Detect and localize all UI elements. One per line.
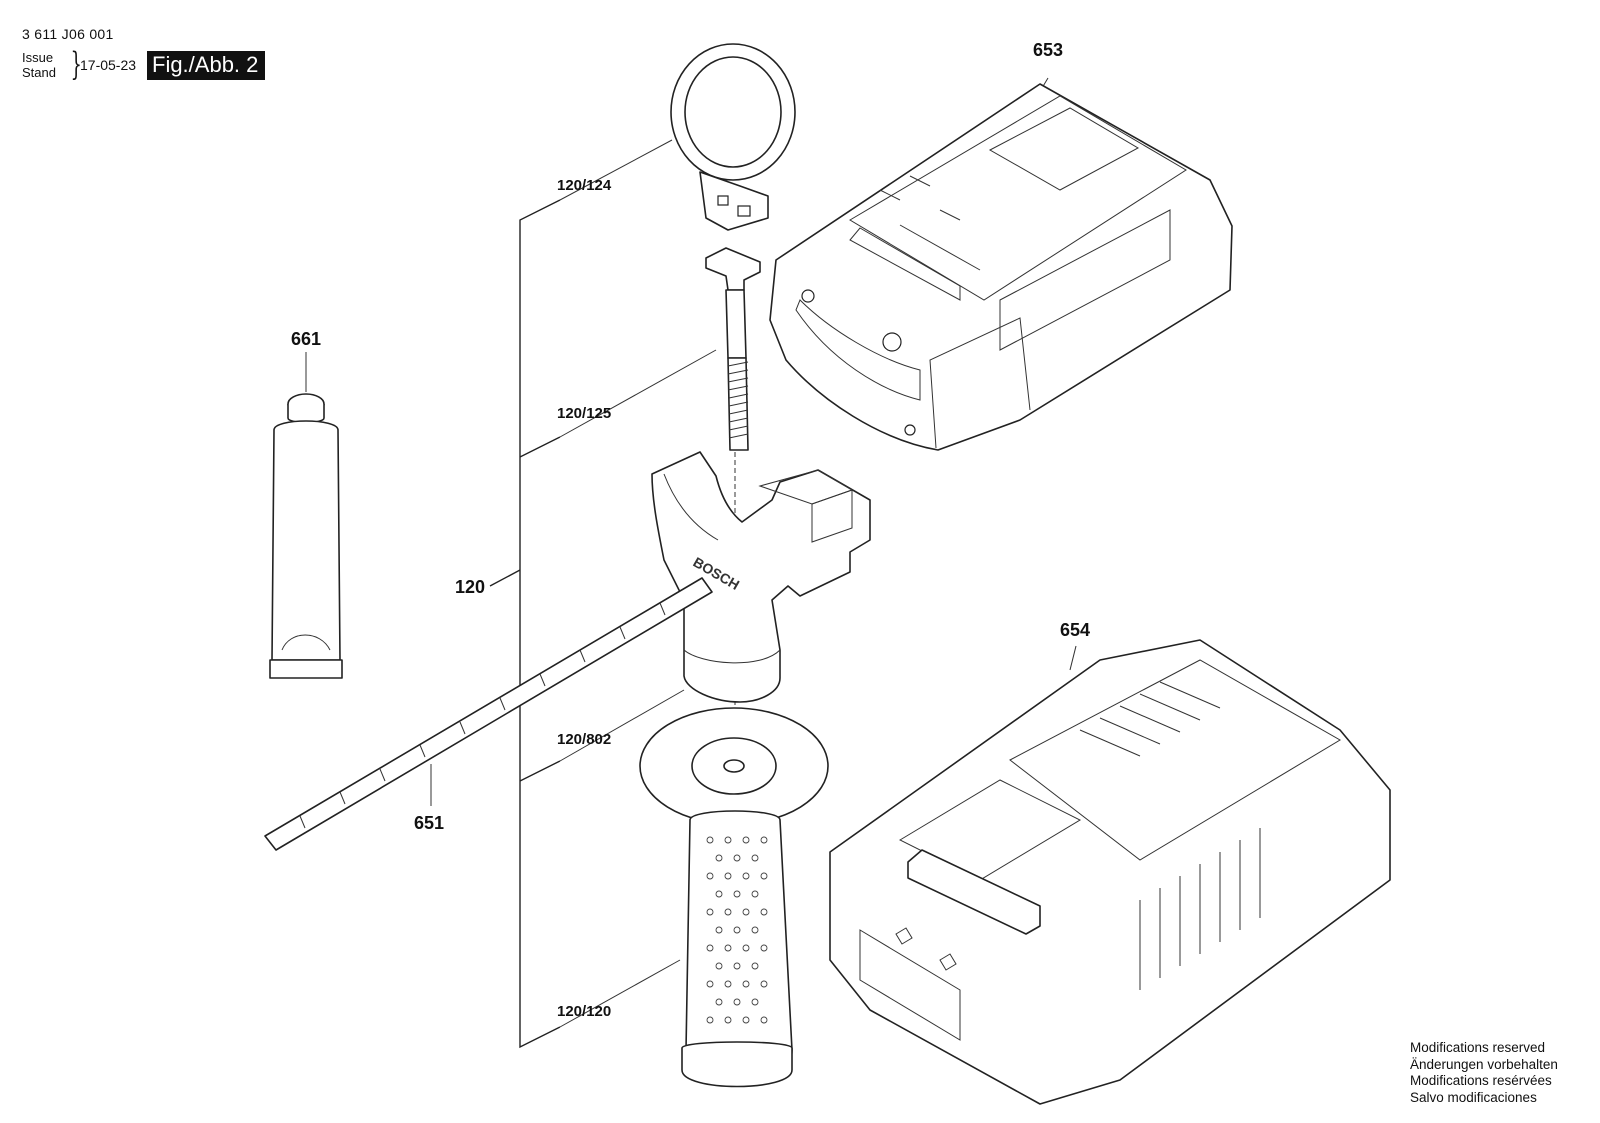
battery-pack <box>769 83 1233 451</box>
brace-glyph: } <box>70 45 82 83</box>
note-line: Salvo modificaciones <box>1410 1089 1537 1105</box>
callout-653: 653 <box>1033 40 1063 60</box>
charger <box>829 639 1391 1105</box>
t-bolt <box>705 247 761 451</box>
depth-stop-rod <box>264 577 713 851</box>
callout-labels: 653 661 654 651 120 120/124 120/125 120/… <box>291 40 1090 1020</box>
issue-date: 17-05-23 <box>80 57 137 73</box>
grease-tube <box>269 393 343 679</box>
auxiliary-handle-body: BOSCH <box>651 451 871 703</box>
figure-label: Fig./Abb. 2 <box>147 51 266 80</box>
document-number: 3 611 J06 001 <box>22 26 114 42</box>
callout-120-124: 120/124 <box>557 177 612 194</box>
callout-661: 661 <box>291 329 321 349</box>
callout-120-120: 120/120 <box>557 1003 611 1020</box>
note-line: Modifications resérvées <box>1410 1073 1552 1088</box>
modifications-notice: Modifications reserved Änderungen vorbeh… <box>1410 1040 1558 1106</box>
callout-120-802: 120/802 <box>557 731 611 748</box>
callout-120-125: 120/125 <box>557 405 611 422</box>
handle-grip <box>639 707 829 1088</box>
callout-654: 654 <box>1060 620 1090 640</box>
assembly-120-bracket <box>489 199 561 1049</box>
callout-651: 651 <box>414 813 444 833</box>
issue-stand-labels: Issue Stand <box>22 50 56 80</box>
note-line: Modifications reserved <box>1410 1040 1546 1055</box>
depth-stop-clamp-band <box>670 43 796 231</box>
callout-120: 120 <box>455 577 485 597</box>
stand-label: Stand <box>22 65 56 80</box>
note-line: Änderungen vorbehalten <box>1410 1056 1558 1072</box>
issue-label: Issue <box>22 50 54 65</box>
